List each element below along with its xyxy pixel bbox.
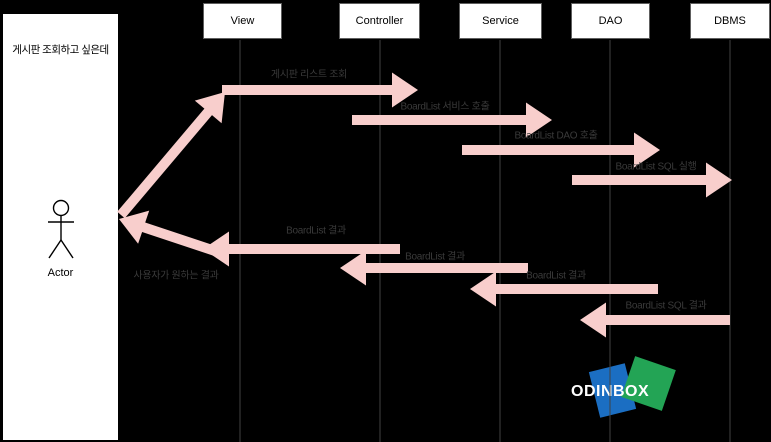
board-list-inquiry-arrow[interactable] — [222, 72, 418, 108]
boardlist-result-to-service-label: BoardList 결과 — [526, 270, 586, 282]
user-wanted-result-arrow[interactable] — [119, 210, 220, 257]
lifeline-box-view[interactable]: View — [203, 3, 282, 39]
lifeline-box-service[interactable]: Service — [459, 3, 542, 39]
boardlist-service-call-label: BoardList 서비스 호출 — [400, 101, 489, 113]
boardlist-sql-result-arrow[interactable] — [580, 302, 730, 338]
boardlist-result-to-view-arrow[interactable] — [203, 231, 400, 267]
boardlist-result-to-controller-label: BoardList 결과 — [405, 251, 465, 263]
actor-stick-figure-icon — [47, 199, 74, 259]
board-list-inquiry-label: 게시판 리스트 조회 — [271, 69, 347, 81]
lifeline-box-dbms[interactable]: DBMS — [690, 3, 770, 39]
boardlist-sql-execute-arrow[interactable] — [572, 162, 732, 198]
boardlist-result-to-service-arrow[interactable] — [470, 271, 658, 307]
boardlist-result-to-view-label: BoardList 결과 — [286, 225, 346, 237]
actor-request-to-view-arrow[interactable] — [117, 92, 225, 219]
lifeline-box-dao[interactable]: DAO — [571, 3, 650, 39]
boardlist-service-call-arrow[interactable] — [352, 102, 552, 138]
odinbox-logo-text: ODINBOX — [571, 383, 650, 400]
boardlist-dao-call-label: BoardList DAO 호출 — [514, 130, 597, 142]
boardlist-dao-call-arrow[interactable] — [462, 132, 660, 168]
boardlist-sql-execute-label: BoardList SQL 실행 — [615, 161, 696, 173]
actor-quote-text: 게시판 조회하고 싶은데 — [12, 44, 109, 56]
boardlist-result-to-controller-arrow[interactable] — [340, 250, 528, 286]
actor-label: Actor — [47, 267, 74, 279]
user-wanted-result-label: 사용자가 원하는 결과 — [133, 269, 218, 282]
boardlist-sql-result-label: BoardList SQL 결과 — [625, 300, 706, 312]
lifeline-box-controller[interactable]: Controller — [339, 3, 420, 39]
actor-panel[interactable]: 게시판 조회하고 싶은데 Actor — [2, 13, 119, 441]
